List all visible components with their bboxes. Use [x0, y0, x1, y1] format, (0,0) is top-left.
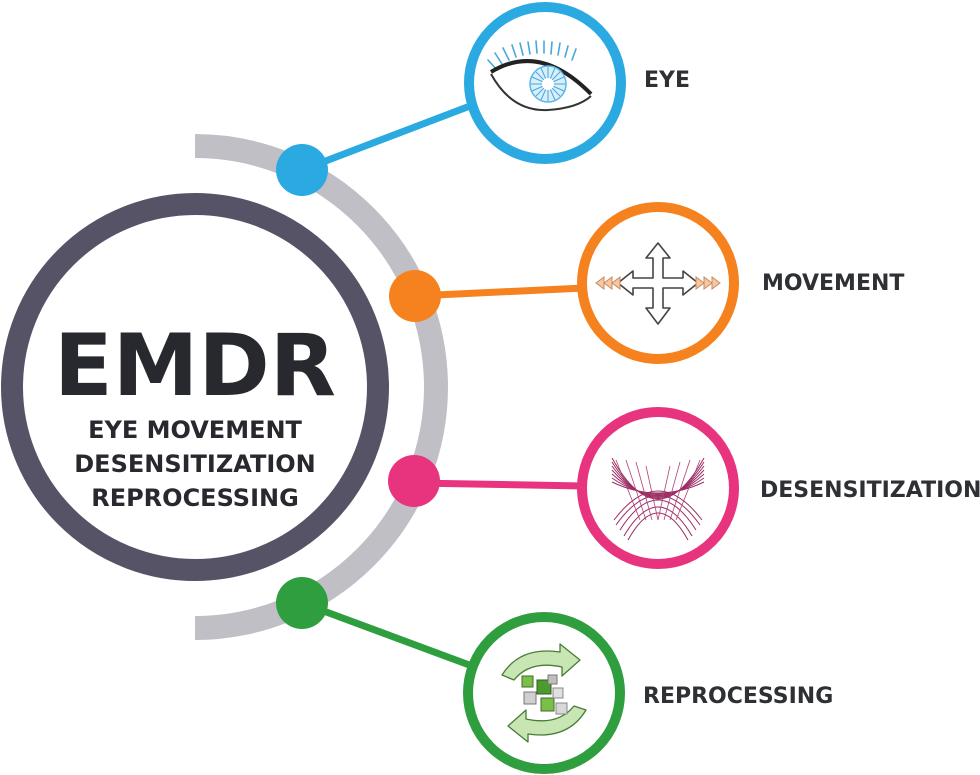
desensitization-icon-circle: [577, 407, 739, 569]
movement-connector: [414, 284, 585, 300]
emdr-title: EMDR: [54, 316, 336, 416]
eye-label: EYE: [644, 68, 690, 93]
desensitization-connector: [413, 479, 585, 490]
desensitization-label: DESENSITIZATION: [760, 478, 980, 503]
movement-label: MOVEMENT: [762, 271, 904, 296]
mesh-wave-icon: [611, 457, 705, 541]
emdr-subtitle-line-2: DESENSITIZATION: [74, 450, 316, 478]
item-reprocessing: REPROCESSING: [276, 577, 833, 774]
item-movement: MOVEMENT: [389, 202, 904, 364]
eye-node-dot: [276, 144, 328, 196]
emdr-subtitle-line-1: EYE MOVEMENT: [88, 416, 302, 444]
movement-node-dot: [389, 270, 441, 322]
eye-icon: [487, 40, 593, 112]
emdr-subtitle-line-3: REPROCESSING: [91, 484, 299, 512]
reprocessing-label: REPROCESSING: [643, 684, 833, 709]
eye-connector: [300, 102, 472, 174]
item-desensitization: DESENSITIZATION: [388, 407, 980, 569]
emdr-main-ring: [1, 193, 389, 581]
desensitization-node-dot: [388, 455, 440, 507]
reprocessing-node-dot: [276, 577, 328, 629]
four-way-arrows-icon: [595, 242, 721, 325]
recycle-arrows-icon: [501, 643, 587, 743]
reprocessing-connector: [300, 599, 474, 670]
item-eye: EYE: [276, 2, 690, 196]
